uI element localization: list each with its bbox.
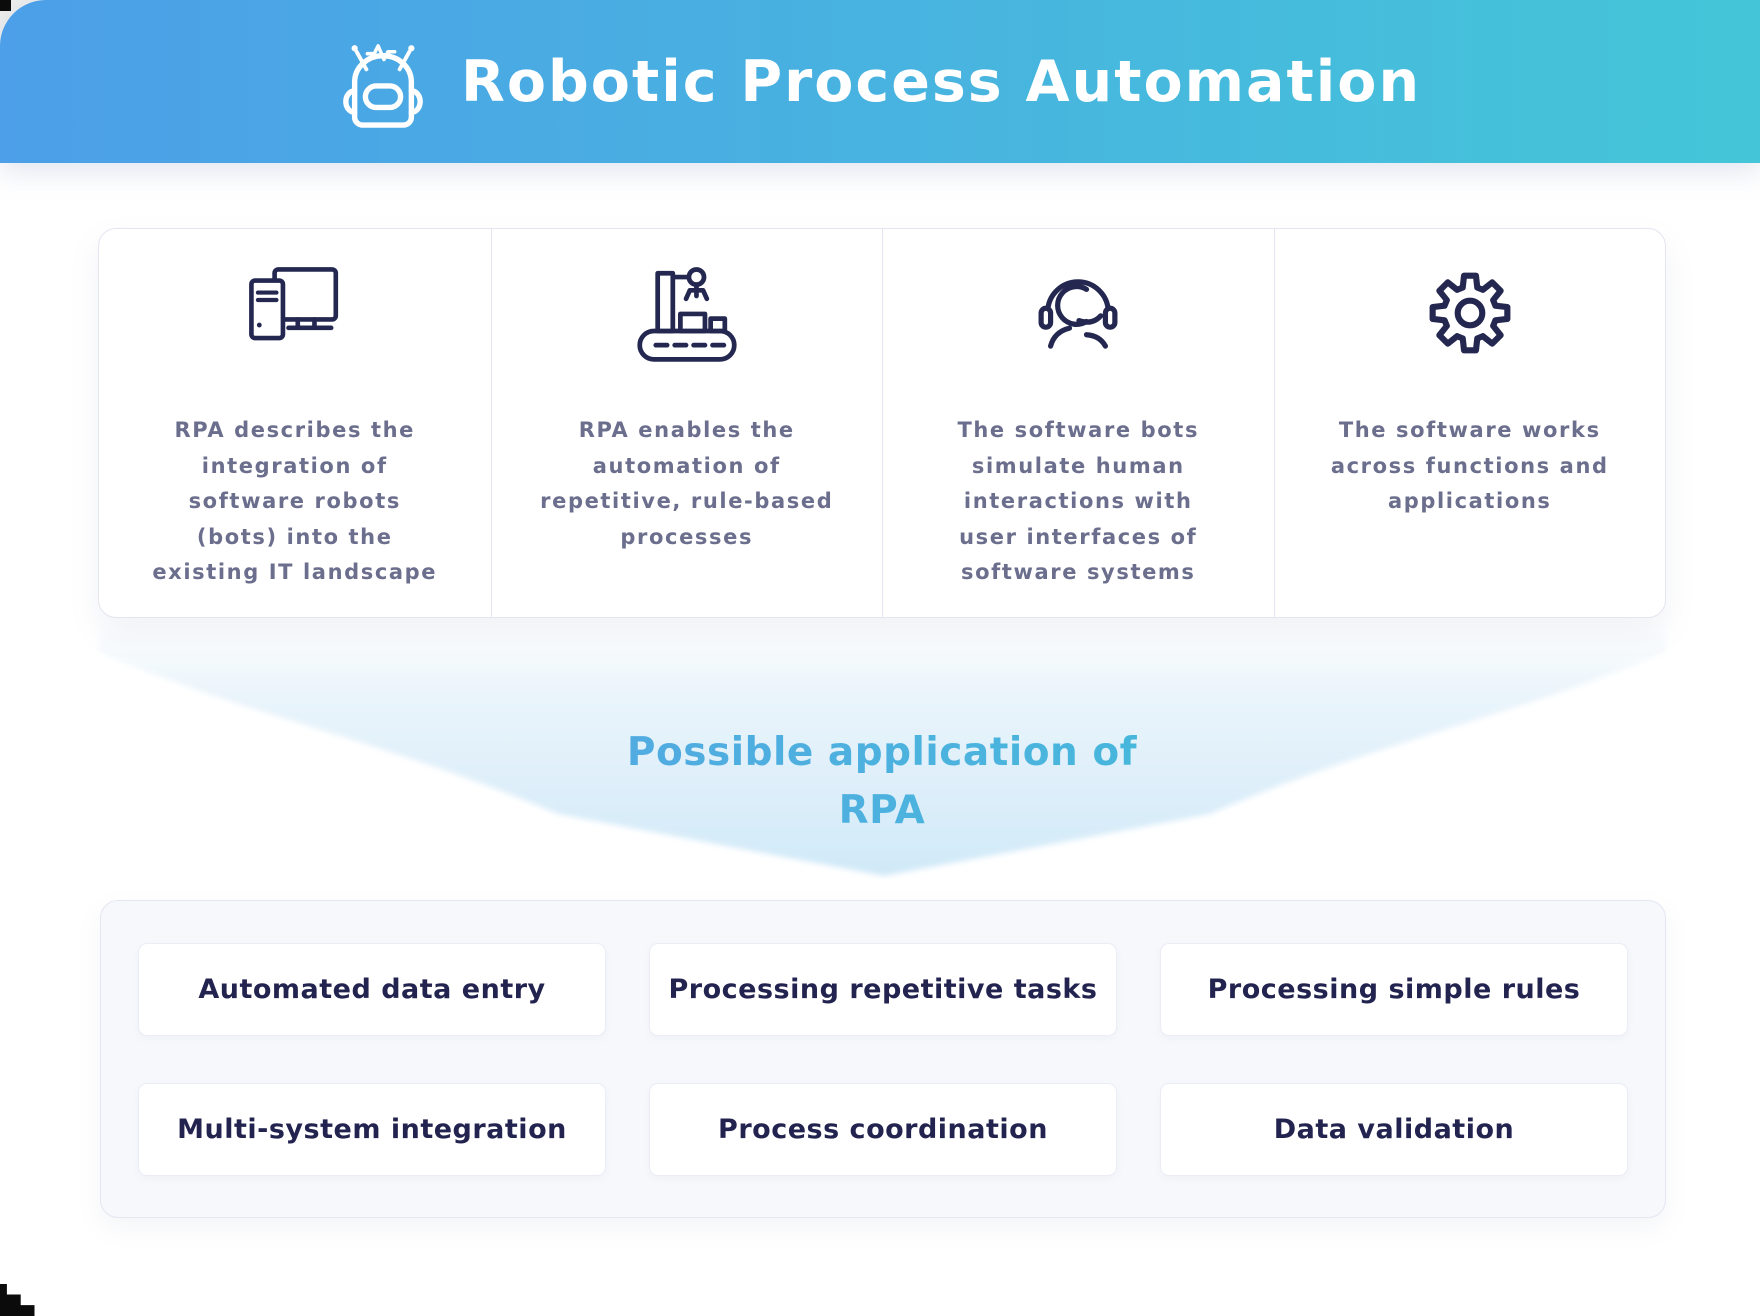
card-automation: RPA enables the automation of repetitive… xyxy=(490,229,883,617)
application-item: Automated data entry xyxy=(138,943,606,1036)
robot-icon xyxy=(343,43,423,128)
funnel-arrow-shape xyxy=(98,618,1666,876)
application-item: Processing simple rules xyxy=(1160,943,1628,1036)
gear-icon xyxy=(1418,229,1522,397)
page-title: Robotic Process Automation xyxy=(460,48,1422,115)
funnel-caption-line1: Possible application of xyxy=(626,730,1138,775)
headset-agent-icon xyxy=(1026,229,1130,397)
funnel-caption-line2: RPA xyxy=(838,788,926,833)
desktop-computer-icon xyxy=(244,229,346,397)
application-item: Multi-system integration xyxy=(138,1083,606,1176)
header-banner: Robotic Process Automation xyxy=(0,0,1760,163)
feature-cards-row: RPA describes the integration of softwar… xyxy=(98,228,1666,618)
card-text: RPA describes the integration of softwar… xyxy=(152,418,438,584)
card-text: The software bots simulate human interac… xyxy=(957,418,1200,584)
card-text: The software works across functions and … xyxy=(1330,418,1609,513)
applications-panel: Automated data entry Processing repetiti… xyxy=(100,900,1666,1218)
application-item: Processing repetitive tasks xyxy=(649,943,1117,1036)
card-text: RPA enables the automation of repetitive… xyxy=(540,418,834,549)
screenshot-artifact-top-left xyxy=(0,0,11,11)
robotic-arm-conveyor-icon xyxy=(635,229,739,397)
card-it-landscape: RPA describes the integration of softwar… xyxy=(99,229,491,617)
application-item: Process coordination xyxy=(649,1083,1117,1176)
screenshot-artifact-bottom-left xyxy=(0,1284,35,1316)
application-item: Data validation xyxy=(1160,1083,1628,1176)
funnel-caption: Possible application of RPA xyxy=(98,724,1666,840)
card-cross-functional: The software works across functions and … xyxy=(1273,229,1666,617)
card-human-interaction: The software bots simulate human interac… xyxy=(882,229,1274,617)
